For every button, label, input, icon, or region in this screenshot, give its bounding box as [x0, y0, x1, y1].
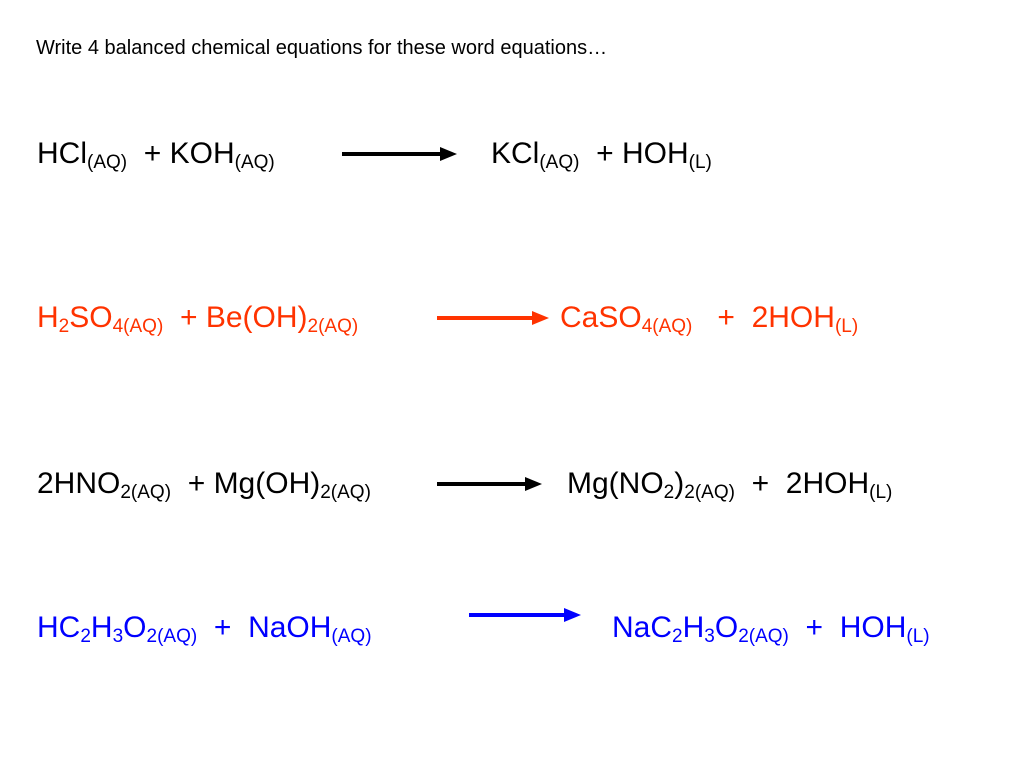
equation-4: HC2H3O2(AQ) + NaOH(AQ) NaC2H3O2(AQ) + HO…	[0, 600, 1024, 660]
formula-subscript: 2	[58, 316, 70, 337]
formula-subscript: 2	[672, 626, 683, 647]
formula-subscript: 4(AQ)	[641, 316, 693, 337]
formula-subscript: (AQ)	[331, 626, 372, 647]
formula-subscript: (L)	[869, 482, 893, 503]
formula-text: CaSO	[560, 301, 642, 334]
formula-subscript: 2(AQ)	[320, 482, 371, 503]
equation-1: HCl(AQ) + KOH(AQ) KCl(AQ) + HOH(L)	[0, 126, 1024, 186]
equation-2-arrow-head	[532, 311, 549, 325]
formula-subscript: 3	[112, 626, 124, 647]
formula-subscript: (L)	[688, 152, 712, 173]
equation-3-arrow-head	[525, 477, 542, 491]
equation-4-products: NaC2H3O2(AQ) + HOH(L)	[612, 608, 930, 648]
equation-2-arrow-icon	[437, 310, 549, 326]
formula-text: + 2HOH	[692, 301, 835, 334]
formula-text: H	[90, 611, 113, 644]
formula-text: KCl	[491, 137, 540, 170]
formula-text: + 2HOH	[734, 467, 870, 500]
equation-1-reactants: HCl(AQ) + KOH(AQ)	[37, 134, 275, 174]
equation-2-products: CaSO4(AQ) + 2HOH(L)	[560, 298, 858, 338]
formula-text: )	[674, 467, 685, 500]
formula-subscript: (AQ)	[87, 152, 128, 173]
formula-subscript: (AQ)	[234, 152, 275, 173]
formula-subscript: 2	[663, 482, 675, 503]
instruction-text: Write 4 balanced chemical equations for …	[36, 37, 608, 59]
formula-text: SO	[69, 301, 113, 334]
equation-3-arrow-icon	[437, 476, 542, 492]
formula-subscript: 2(AQ)	[307, 316, 359, 337]
formula-subscript: 2(AQ)	[120, 482, 172, 503]
formula-text: HCl	[37, 137, 87, 170]
equation-2: H2SO4(AQ) + Be(OH)2(AQ) CaSO4(AQ) + 2HOH…	[0, 290, 1024, 350]
equation-3: 2HNO2(AQ) + Mg(OH)2(AQ) Mg(NO2)2(AQ) + 2…	[0, 456, 1024, 516]
equation-1-arrow-head	[440, 147, 457, 161]
formula-text: 2HNO	[37, 467, 121, 500]
formula-text: + Mg(OH)	[171, 467, 321, 500]
formula-text: H	[682, 611, 705, 644]
equation-4-arrow-icon	[469, 607, 581, 623]
formula-text: NaC	[612, 611, 673, 644]
formula-text: + Be(OH)	[163, 301, 308, 334]
equation-3-products: Mg(NO2)2(AQ) + 2HOH(L)	[567, 464, 892, 504]
formula-text: H	[37, 301, 59, 334]
formula-subscript: 2(AQ)	[738, 626, 789, 647]
formula-text: Mg(NO	[567, 467, 664, 500]
formula-subscript: (AQ)	[539, 152, 580, 173]
formula-subscript: 2	[80, 626, 91, 647]
formula-text: HC	[37, 611, 81, 644]
formula-text: + KOH	[127, 137, 235, 170]
formula-text: O	[714, 611, 739, 644]
equation-4-arrow-head	[564, 608, 581, 622]
formula-subscript: 2(AQ)	[684, 482, 735, 503]
equation-2-reactants: H2SO4(AQ) + Be(OH)2(AQ)	[37, 298, 358, 338]
equation-3-reactants: 2HNO2(AQ) + Mg(OH)2(AQ)	[37, 464, 371, 504]
formula-subscript: (L)	[834, 316, 859, 337]
formula-text: + NaOH	[197, 611, 332, 644]
equation-1-products: KCl(AQ) + HOH(L)	[491, 134, 712, 174]
formula-text: + HOH	[788, 611, 907, 644]
formula-text: + HOH	[579, 137, 689, 170]
formula-text: O	[123, 611, 147, 644]
formula-subscript: 3	[704, 626, 715, 647]
equation-4-reactants: HC2H3O2(AQ) + NaOH(AQ)	[37, 608, 372, 648]
formula-subscript: 2(AQ)	[146, 626, 198, 647]
equation-1-arrow-icon	[342, 146, 457, 162]
formula-subscript: 4(AQ)	[112, 316, 164, 337]
formula-subscript: (L)	[906, 626, 930, 647]
